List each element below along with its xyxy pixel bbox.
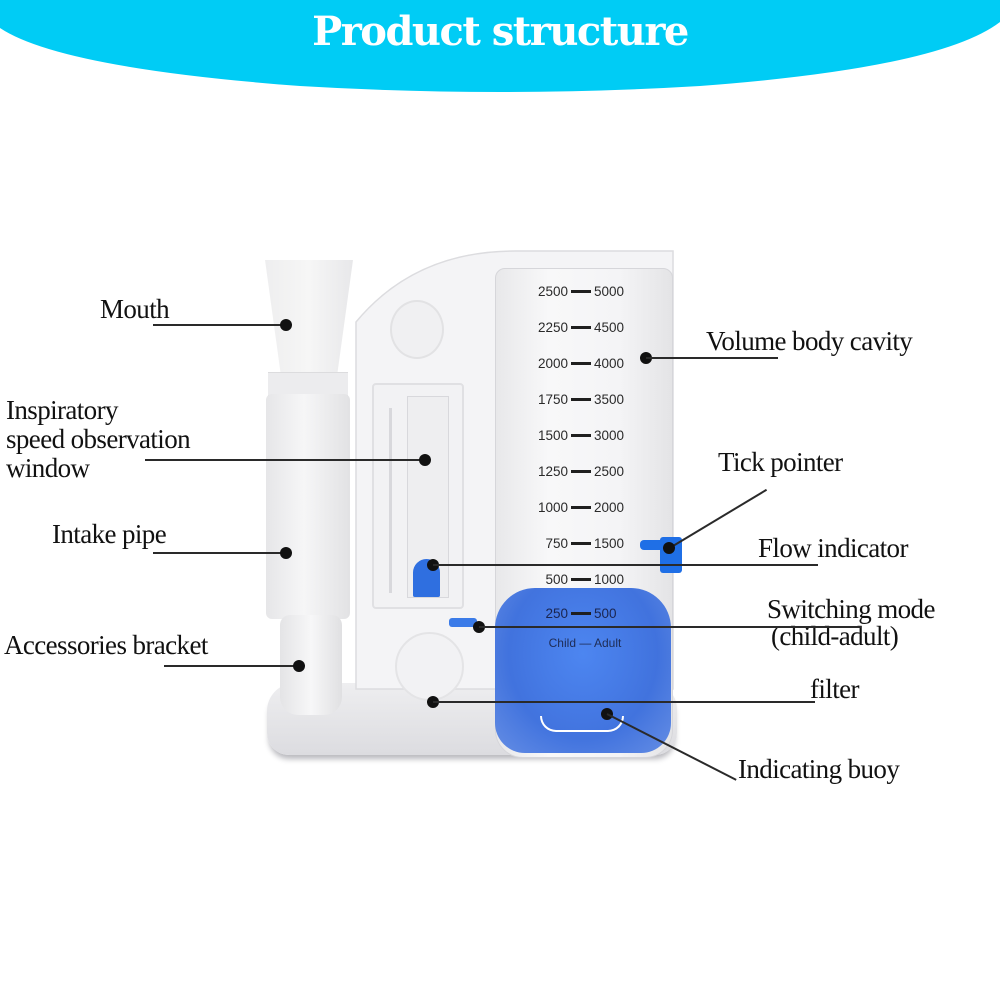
scale-row: 750 1500	[532, 534, 642, 552]
leader-line	[433, 701, 815, 703]
page-title: Product structure	[312, 8, 689, 55]
scale-child-value: 2500	[537, 283, 568, 299]
scale-adult-value: 500	[594, 605, 617, 621]
scale-child-value: 1500	[537, 427, 568, 443]
scale-tick	[571, 611, 591, 615]
round-window	[390, 300, 444, 359]
callout-intake-pipe: Intake pipe	[52, 519, 167, 549]
intake-pipe	[266, 394, 350, 619]
callout-flow-indicator: Flow indicator	[758, 533, 908, 563]
scale-tick	[571, 541, 591, 545]
scale-row: 250 500	[532, 604, 642, 622]
scale-adult-value: 5000	[594, 283, 625, 299]
callout-switching-mode-line1: Switching mode	[767, 594, 935, 624]
callout-mouth: Mouth	[100, 294, 170, 324]
leader-line	[153, 552, 287, 554]
scale-adult-value: 2500	[594, 463, 625, 479]
mode-label: Child — Adult	[548, 636, 622, 650]
filter-dome	[395, 632, 464, 701]
callout-indicating-buoy: Indicating buoy	[738, 754, 900, 784]
scale-tick	[571, 361, 591, 365]
mode-switch-knob	[449, 618, 477, 627]
scale-child-value: 2000	[537, 355, 568, 371]
scale-row: 1500 3000	[532, 426, 642, 444]
scale-tick	[571, 397, 591, 401]
leader-line	[646, 357, 778, 359]
scale-child-value: 1750	[537, 391, 568, 407]
scale-row: 500 1000	[532, 570, 642, 588]
scale-child-value: 750	[545, 535, 568, 551]
callout-inspiratory-line3: window	[6, 453, 90, 483]
speed-rod	[389, 408, 392, 593]
scale-row: 2000 4000	[532, 354, 642, 372]
callout-filter: filter	[810, 674, 859, 704]
scale-adult-value: 1000	[594, 571, 625, 587]
scale-child-value: 250	[545, 605, 568, 621]
callout-inspiratory-line2: speed observation	[6, 424, 191, 454]
scale-tick	[571, 469, 591, 473]
tick-pointer-wing	[640, 540, 666, 550]
callout-dot	[280, 319, 292, 331]
leader-line	[153, 324, 287, 326]
callout-dot	[293, 660, 305, 672]
scale-row: 1000 2000	[532, 498, 642, 516]
callout-dot	[663, 542, 675, 554]
callout-dot	[280, 547, 292, 559]
leader-line	[164, 665, 300, 667]
header-banner	[0, 0, 1000, 100]
banner-shape	[0, 0, 1000, 92]
scale-child-value: 500	[545, 571, 568, 587]
leader-line	[145, 459, 425, 461]
pipe-ring	[268, 372, 348, 396]
indicating-buoy	[495, 588, 671, 753]
scale-adult-value: 4000	[594, 355, 625, 371]
scale-adult-value: 2000	[594, 499, 625, 515]
scale-row: 1250 2500	[532, 462, 642, 480]
scale-tick	[571, 577, 591, 581]
callout-volume-body-cavity: Volume body cavity	[706, 326, 913, 356]
scale-adult-value: 3000	[594, 427, 625, 443]
scale-tick	[571, 325, 591, 329]
callout-inspiratory-line1: Inspiratory	[6, 395, 118, 425]
scale-child-value: 2250	[537, 319, 568, 335]
scale-adult-value: 3500	[594, 391, 625, 407]
scale-tick	[571, 289, 591, 293]
scale-child-value: 1250	[537, 463, 568, 479]
volume-scale: 2500 5000 2250 4500 2000 4000 1750 3500 1500…	[532, 282, 642, 627]
scale-child-value: 1000	[537, 499, 568, 515]
scale-tick	[571, 433, 591, 437]
callout-dot	[419, 454, 431, 466]
leader-line	[479, 626, 861, 628]
scale-row: 2250 4500	[532, 318, 642, 336]
leader-line	[667, 488, 768, 550]
callout-accessories-bracket: Accessories bracket	[4, 630, 208, 660]
buoy-slot	[540, 716, 624, 732]
scale-adult-value: 4500	[594, 319, 625, 335]
mouthpiece	[265, 260, 353, 375]
banner-ellipse	[0, 0, 1000, 92]
callout-tick-pointer: Tick pointer	[718, 447, 843, 477]
scale-row: 2500 5000	[532, 282, 642, 300]
scale-tick	[571, 505, 591, 509]
scale-adult-value: 1500	[594, 535, 625, 551]
scale-row: 1750 3500	[532, 390, 642, 408]
leader-line	[433, 564, 818, 566]
